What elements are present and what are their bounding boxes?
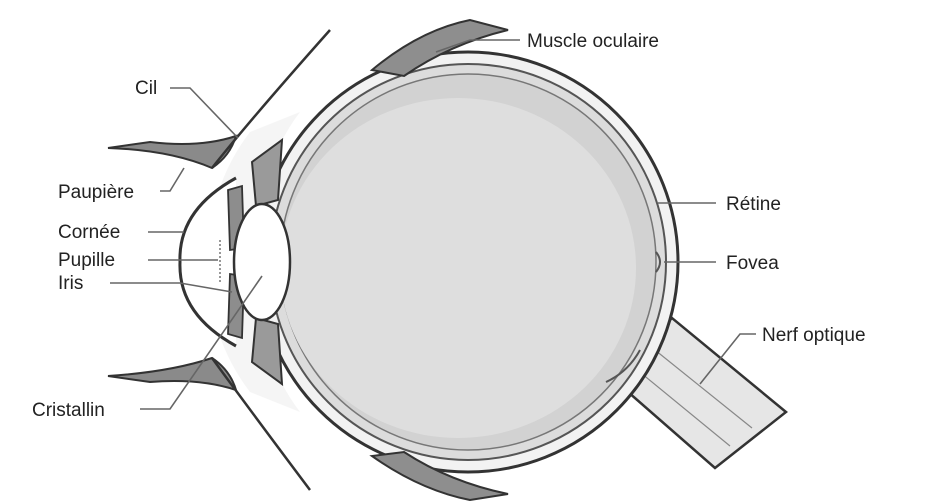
retine-label: Rétine bbox=[726, 194, 781, 215]
pupille-label: Pupille bbox=[58, 250, 115, 271]
muscle-label: Muscle oculaire bbox=[527, 31, 659, 52]
paupiere-label: Paupière bbox=[58, 182, 134, 203]
paupiere-leader-line bbox=[160, 168, 184, 191]
cornee-label: Cornée bbox=[58, 222, 120, 243]
vitreous-body bbox=[280, 98, 636, 438]
iris-label: Iris bbox=[58, 273, 83, 294]
cristallin-label: Cristallin bbox=[32, 400, 105, 421]
cil-label: Cil bbox=[135, 78, 157, 99]
fovea-label: Fovea bbox=[726, 253, 779, 274]
nerf-label: Nerf optique bbox=[762, 325, 866, 346]
cil-leader-line bbox=[170, 88, 238, 138]
lens bbox=[234, 204, 290, 320]
